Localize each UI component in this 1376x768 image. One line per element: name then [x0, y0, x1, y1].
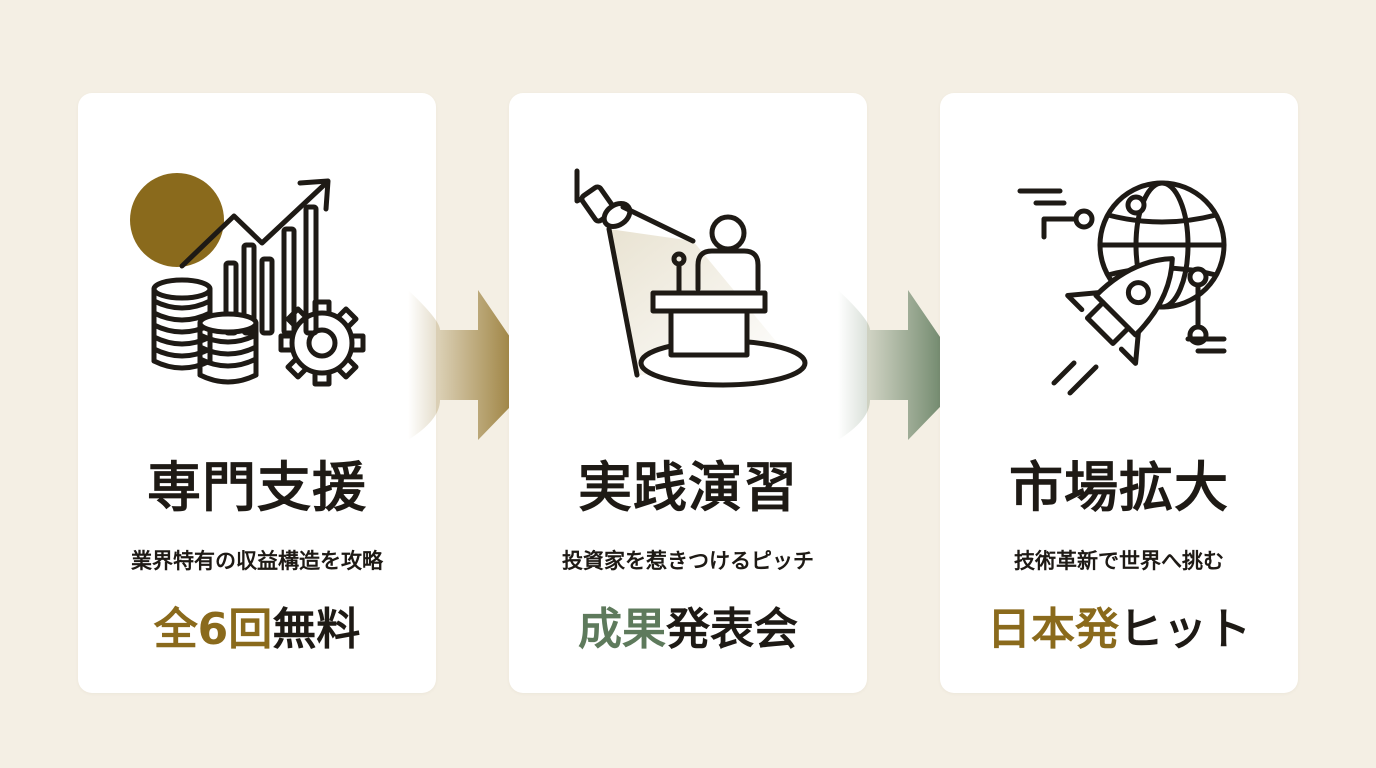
step-subtitle: 技術革新で世界へ挑む [1014, 549, 1224, 573]
gold-arrow-icon [408, 290, 538, 440]
step-title: 実践演習 [578, 455, 798, 519]
step-title: 専門支援 [147, 455, 367, 519]
highlight-rest: 無料 [272, 604, 361, 655]
step-title: 市場拡大 [1009, 455, 1229, 519]
highlight-accent: 全6回 [153, 604, 273, 655]
rocket-globe-icon [984, 163, 1254, 413]
spotlight-podium-icon [553, 163, 823, 413]
step-subtitle: 業界特有の収益構造を攻略 [131, 549, 383, 573]
highlight-accent: 日本発 [987, 604, 1119, 655]
step-highlight: 成果発表会 [509, 593, 867, 657]
step-card-3: 市場拡大 技術革新で世界へ挑む 日本発ヒット [940, 93, 1298, 693]
step-card-1: 専門支援 業界特有の収益構造を攻略 全6回無料 [78, 93, 436, 693]
step-highlight: 全6回無料 [78, 593, 436, 657]
highlight-rest: ヒット [1119, 604, 1251, 655]
finance-growth-icon [122, 163, 392, 413]
step-card-2: 実践演習 投資家を惹きつけるピッチ 成果発表会 [509, 93, 867, 693]
highlight-accent: 成果 [578, 604, 666, 655]
step-subtitle: 投資家を惹きつけるピッチ [562, 549, 814, 573]
step-highlight: 日本発ヒット [940, 593, 1298, 657]
green-arrow-icon [838, 290, 968, 440]
highlight-rest: 発表会 [666, 604, 798, 655]
